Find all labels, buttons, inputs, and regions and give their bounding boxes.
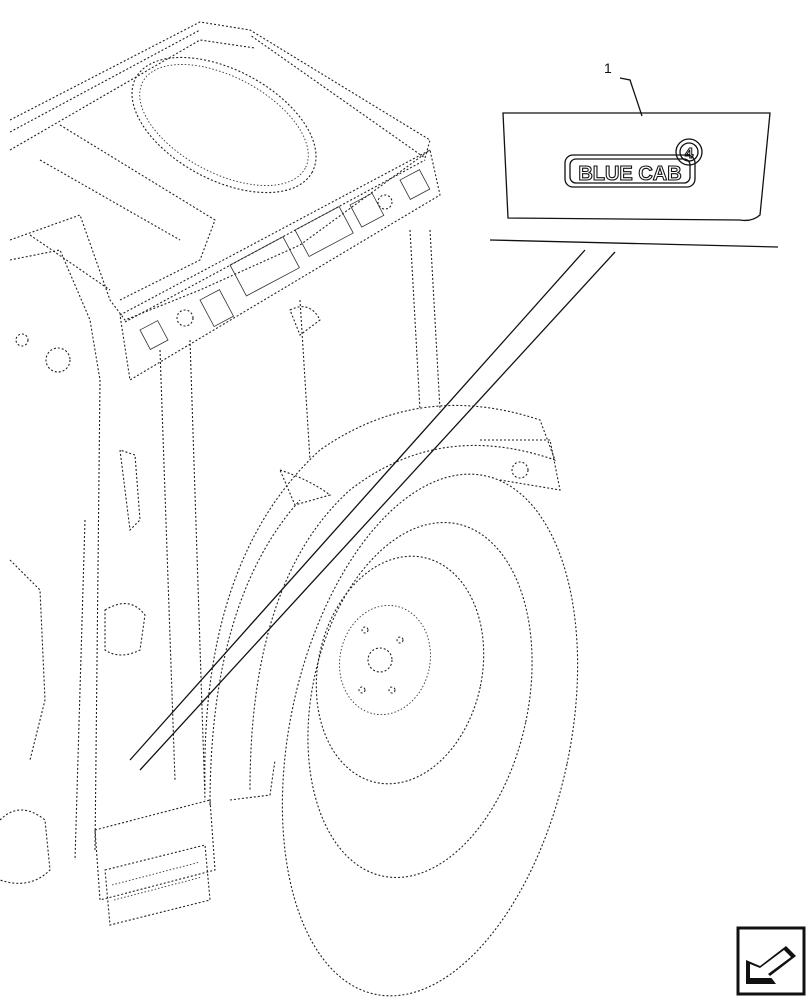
leader-lines <box>129 239 779 771</box>
cab-step <box>94 799 216 926</box>
decal-text: BLUE CAB <box>578 163 681 185</box>
cab-roof <box>9 21 431 381</box>
decal-superscript: 4 <box>685 145 694 162</box>
fender <box>204 404 561 806</box>
callout-number: 1 <box>604 60 612 76</box>
callout-leader <box>619 77 643 117</box>
roof-vent-panel <box>15 149 441 381</box>
rear-wheel <box>281 473 579 997</box>
cab-body <box>0 229 441 884</box>
blue-cab-decal: BLUE CAB 4 <box>502 112 771 222</box>
previous-page-arrow-icon[interactable] <box>736 926 806 996</box>
